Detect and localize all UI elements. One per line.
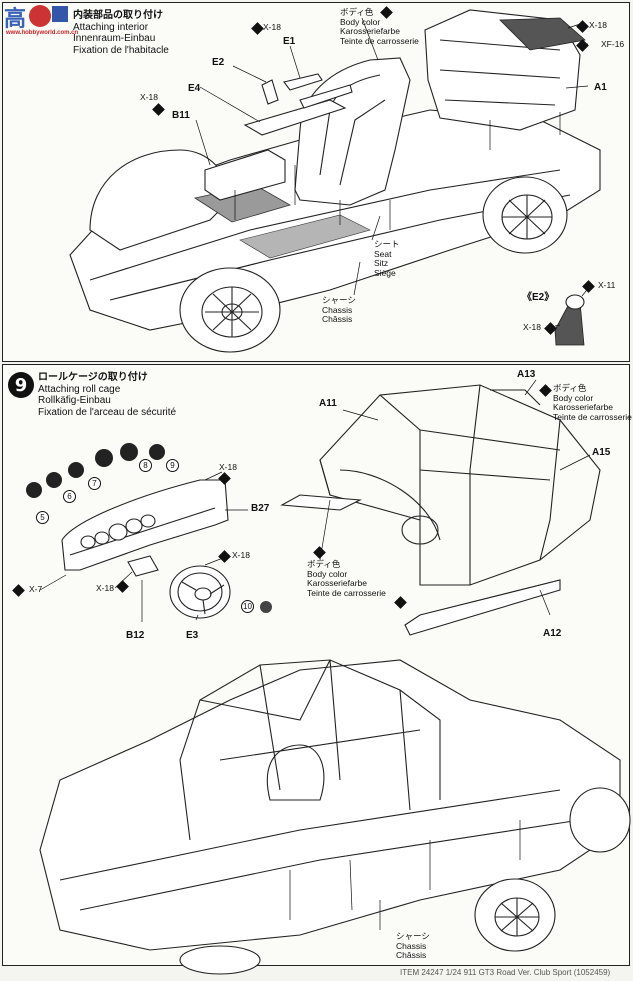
step-9-title-en: Attaching roll cage (38, 383, 121, 395)
step-8-title-fr: Fixation de l'habitacle (73, 44, 169, 56)
part-a12: A12 (543, 628, 562, 639)
decal-number: 9 (166, 459, 179, 472)
step-8-title-de: Innenraum-Einbau (73, 33, 156, 44)
step-9-panel (2, 364, 630, 966)
screw-label: X-18 (140, 92, 158, 102)
decal-number: 10 (241, 600, 254, 613)
step-8-title-en: Attaching interior (73, 21, 149, 33)
screw-label: X-7 (29, 584, 43, 594)
part-e2-detail: 《E2》 (522, 292, 555, 303)
step-8-title: 内装部品の取り付け Attaching interior Innenraum-E… (73, 10, 169, 56)
screw-label: X-11 (598, 280, 616, 290)
watermark-logo-graphic: 高 (4, 5, 68, 32)
body-color-note-cage: ボディ色 Body color Karosseriefarbe Teinte d… (553, 383, 632, 422)
part-e4: E4 (188, 83, 201, 94)
part-a1: A1 (594, 82, 607, 93)
seat-note: シート Seat Sitz Siège (374, 239, 400, 278)
body-color-note-bar: ボディ色 Body color Karosseriefarbe Teinte d… (307, 559, 386, 598)
svg-text:高: 高 (4, 6, 26, 32)
step-9-title: ロールケージの取り付け Attaching roll cage Rollkäfi… (38, 372, 176, 418)
part-a15: A15 (592, 447, 611, 458)
part-e3: E3 (186, 630, 199, 641)
watermark-logo: 高 www.hobbyworld.com.cn (2, 2, 78, 42)
part-e1: E1 (283, 36, 296, 47)
watermark-url: www.hobbyworld.com.cn (6, 30, 79, 36)
step-9-title-de: Rollkäfig-Einbau (38, 395, 111, 406)
screw-label: X-18 (263, 22, 281, 32)
decal-number: 8 (139, 459, 152, 472)
screw-label: X-18 (523, 322, 541, 332)
step-9-title-jp: ロールケージの取り付け (38, 372, 148, 383)
screw-label: X-18 (96, 583, 114, 593)
chassis-note-step8: シャーシ Chassis Châssis (322, 295, 356, 324)
decal-number: 6 (63, 490, 76, 503)
step-9-title-fr: Fixation de l'arceau de sécurité (38, 406, 177, 418)
chassis-note-step9: シャーシ Chassis Châssis (396, 931, 430, 960)
decal-number: 5 (36, 511, 49, 524)
part-b12: B12 (126, 630, 145, 641)
part-a13: A13 (517, 369, 536, 380)
page-footer: ITEM 24247 1/24 911 GT3 Road Ver. Club S… (400, 968, 611, 977)
body-color-note-step8: ボディ色 Body color Karosseriefarbe Teinte d… (340, 7, 419, 46)
screw-label: X-18 (589, 20, 607, 30)
decal-number: 7 (88, 477, 101, 490)
screw-label: X-18 (219, 462, 237, 472)
screw-label: X-18 (232, 550, 250, 560)
part-b11: B11 (172, 110, 190, 121)
part-a11: A11 (319, 398, 337, 409)
step-8-title-jp: 内装部品の取り付け (73, 10, 163, 21)
part-e2: E2 (212, 57, 225, 68)
paint-label: XF-16 (601, 39, 625, 49)
step-9-number: 9 (8, 372, 34, 398)
step-8-drawing (69, 9, 601, 353)
part-b27: B27 (251, 503, 270, 514)
